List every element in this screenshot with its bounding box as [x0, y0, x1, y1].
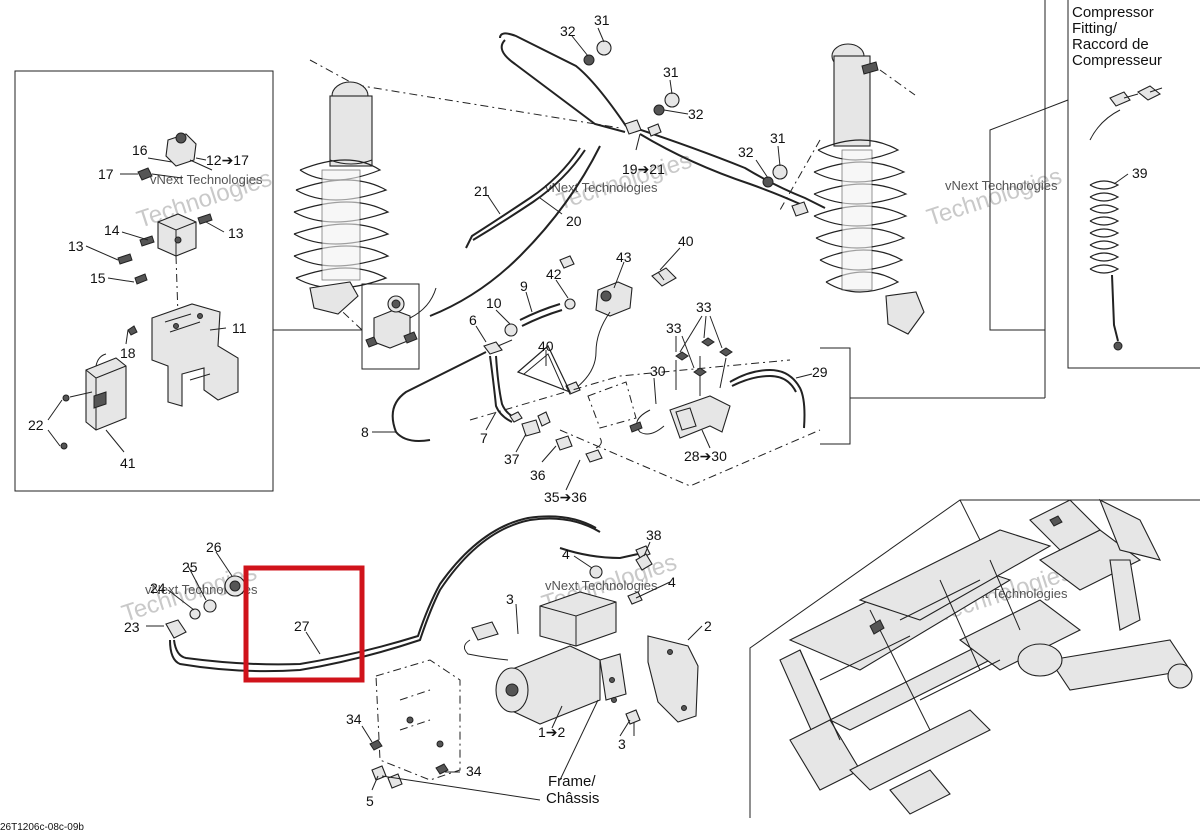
svg-text:Châssis: Châssis [546, 790, 599, 807]
callout: 31 [663, 64, 679, 80]
callout-numbers: 31 32 31 32 31 32 16 12➔17 17 14 13 13 1… [28, 12, 1148, 809]
svg-text:Raccord de: Raccord de [1072, 36, 1149, 53]
compressor-hose [165, 515, 651, 673]
svg-text:Compresseur: Compresseur [1072, 52, 1162, 69]
callout: 19➔21 [622, 161, 665, 177]
callout: 2 [704, 618, 712, 634]
compressor-fitting-label: Compressor Fitting/ Raccord de Compresse… [1072, 4, 1162, 69]
diagram-code: 26T1206c-08c-09b [0, 822, 84, 833]
callout: 4 [668, 574, 676, 590]
callout: 3 [506, 591, 514, 607]
callout: 30 [650, 363, 666, 379]
svg-text:Frame/: Frame/ [548, 773, 596, 790]
bracket-group [587, 337, 1045, 445]
right-shock-absorber [779, 43, 925, 335]
callout: 21 [474, 183, 490, 199]
callout: 13 [68, 238, 84, 254]
watermark: vNext Technologies [545, 578, 658, 593]
highlight-box [243, 565, 365, 683]
callout: 7 [480, 430, 488, 446]
callout: 37 [504, 451, 520, 467]
callout: 33 [696, 299, 712, 315]
middle-components [391, 267, 821, 487]
callout: 32 [738, 144, 754, 160]
valve-detail-box [14, 70, 420, 492]
svg-text:Compressor: Compressor [1072, 4, 1154, 21]
callout: 6 [469, 312, 477, 328]
callout: 23 [124, 619, 140, 635]
left-shock-absorber [293, 59, 621, 331]
frame-label: Frame/ Châssis [546, 773, 599, 807]
callout: 36 [530, 467, 546, 483]
callout: 42 [546, 266, 562, 282]
callout: 32 [560, 23, 576, 39]
watermark: vNext Technologies [945, 178, 1058, 193]
leader-lines [47, 27, 1129, 791]
top-hoses [429, 32, 826, 317]
callout: 32 [688, 106, 704, 122]
callout: 41 [120, 455, 136, 471]
callout: 5 [366, 793, 374, 809]
callout: 29 [812, 364, 828, 380]
callout: 12➔17 [206, 152, 249, 168]
callout: 8 [361, 424, 369, 440]
callout: 25 [182, 559, 198, 575]
callout: 35➔36 [544, 489, 587, 505]
callout: 33 [666, 320, 682, 336]
callout: 15 [90, 270, 106, 286]
callout: 22 [28, 417, 44, 433]
svg-text:Fitting/: Fitting/ [1072, 20, 1118, 37]
callout: 4 [562, 546, 570, 562]
callout: 28➔30 [684, 448, 727, 464]
callout: 39 [1132, 165, 1148, 181]
callout: 9 [520, 278, 528, 294]
callout: 14 [104, 222, 120, 238]
callout: 40 [538, 338, 554, 354]
callout: 16 [132, 142, 148, 158]
callout: 20 [566, 213, 582, 229]
callout: 3 [618, 736, 626, 752]
callout: 34 [346, 711, 362, 727]
compressor-assembly [369, 553, 699, 801]
callout: 26 [206, 539, 222, 555]
callout: 31 [770, 130, 786, 146]
compressor-fitting-box [989, 0, 1200, 398]
callout: 11 [232, 320, 247, 336]
callout: 24 [150, 580, 166, 596]
callout: 1➔2 [538, 724, 566, 740]
callout: 10 [486, 295, 502, 311]
vehicle-frame [749, 498, 1200, 818]
callout: 38 [646, 527, 662, 543]
watermark: vNext Technologies [150, 172, 263, 187]
callout: 31 [594, 12, 610, 28]
watermark: vNext Technologies [545, 180, 658, 195]
watermark: Technologies [924, 163, 1066, 232]
callout: 13 [228, 225, 244, 241]
callout: 17 [98, 166, 114, 182]
valve-thumbnail [365, 287, 437, 349]
callout: 27 [294, 618, 310, 634]
callout: 40 [678, 233, 694, 249]
callout: 43 [616, 249, 632, 265]
callout: 34 [466, 763, 482, 779]
callout: 18 [120, 345, 136, 361]
